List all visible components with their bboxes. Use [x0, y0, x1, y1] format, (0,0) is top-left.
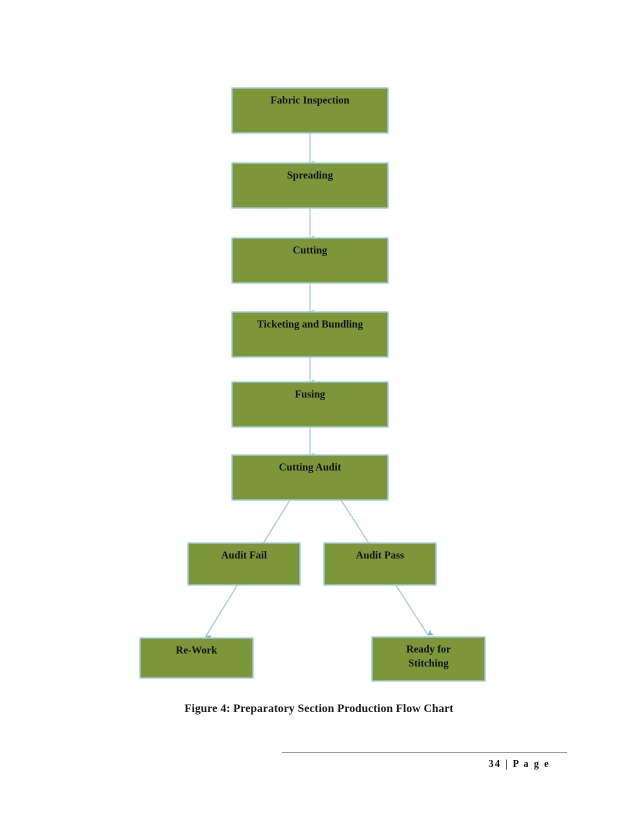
node-fusing[interactable]: Fusing	[231, 381, 389, 428]
node-box-ticketing-bundling	[231, 311, 389, 358]
node-box-spreading	[231, 162, 389, 209]
node-label-ticketing-bundling: Ticketing and Bundling	[257, 319, 364, 330]
node-label-cutting: Cutting	[293, 245, 328, 256]
node-label-ready-for-stitching: Ready for	[406, 644, 451, 655]
nodes-group: Fabric InspectionSpreadingCuttingTicketi…	[139, 87, 486, 682]
node-label-spreading: Spreading	[287, 170, 334, 181]
node-label-audit-fail: Audit Fail	[221, 550, 267, 561]
node-label-audit-pass: Audit Pass	[356, 550, 404, 561]
node-label-cutting-audit: Cutting Audit	[279, 462, 342, 473]
node-box-audit-pass	[323, 542, 437, 586]
figure-caption: Figure 4: Preparatory Section Production…	[184, 703, 454, 715]
node-cutting[interactable]: Cutting	[231, 237, 389, 284]
node-label-fabric-inspection: Fabric Inspection	[270, 95, 349, 106]
node-fabric-inspection[interactable]: Fabric Inspection	[231, 87, 389, 134]
node-spreading[interactable]: Spreading	[231, 162, 389, 209]
page-number: 34 | P a g e	[488, 759, 550, 770]
node-box-cutting-audit	[231, 454, 389, 501]
node-label-ready-for-stitching: Stitching	[408, 658, 449, 669]
node-re-work[interactable]: Re-Work	[139, 637, 254, 679]
node-ticketing-bundling[interactable]: Ticketing and Bundling	[231, 311, 389, 358]
node-box-fusing	[231, 381, 389, 428]
node-cutting-audit[interactable]: Cutting Audit	[231, 454, 389, 501]
node-audit-fail[interactable]: Audit Fail	[187, 542, 301, 586]
node-label-fusing: Fusing	[295, 389, 326, 400]
node-box-re-work	[139, 637, 254, 679]
node-label-re-work: Re-Work	[176, 645, 218, 656]
node-audit-pass[interactable]: Audit Pass	[323, 542, 437, 586]
node-box-fabric-inspection	[231, 87, 389, 134]
footer-divider	[282, 752, 567, 753]
node-box-audit-fail	[187, 542, 301, 586]
node-box-cutting	[231, 237, 389, 284]
node-box-ready-for-stitching	[371, 636, 486, 682]
